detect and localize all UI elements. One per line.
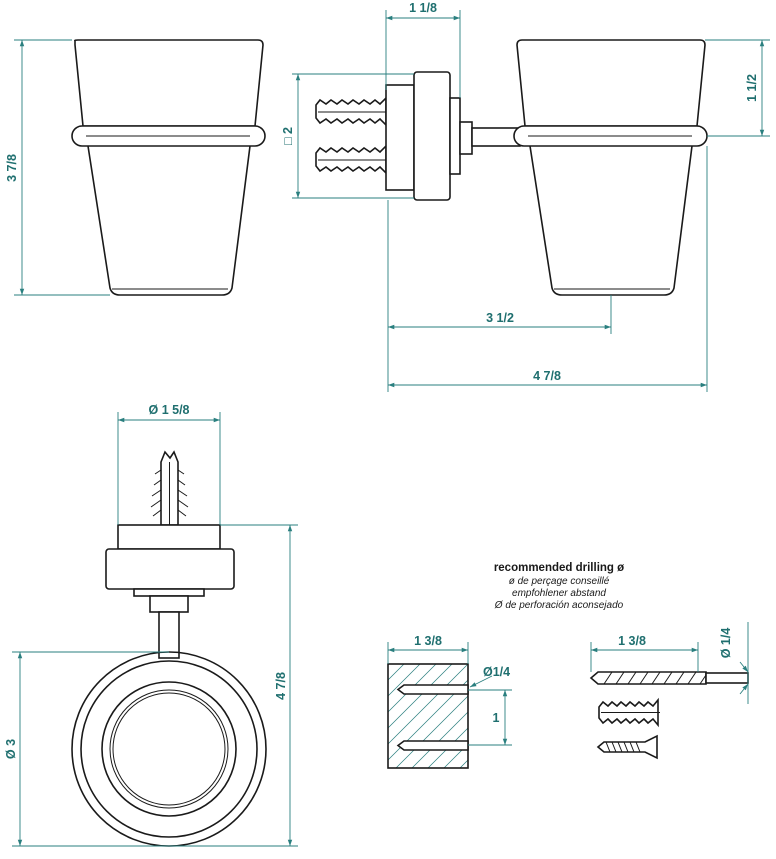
top-view-dimensions [12, 412, 298, 847]
top-view-anchor [150, 450, 189, 526]
drilling-line-es: Ø de perforación aconsejado [494, 600, 624, 611]
side-view-cup [513, 39, 708, 296]
drill-screw [596, 734, 658, 760]
drill-block-hatching [388, 664, 468, 768]
dim-drill-diameter: Ø 1/4 [719, 628, 733, 659]
side-view-wall-mount [385, 71, 521, 201]
top-view-mount [105, 524, 235, 659]
dim-top-view-depth: 4 7/8 [274, 672, 288, 700]
dim-cup-diameter: Ø 3 [4, 739, 18, 759]
drill-anchor [598, 697, 660, 728]
dim-drill-length: 1 3/8 [618, 634, 646, 648]
side-view-wall-anchors [315, 96, 388, 175]
dim-cup-top-height: 1 1/2 [745, 74, 759, 102]
dim-cup-offset: 3 1/2 [486, 311, 514, 325]
dim-bracket-depth: 1 1/8 [409, 1, 437, 15]
dim-block-depth: 1 3/8 [414, 634, 442, 648]
drilling-line-de: empfohlener abstand [512, 588, 606, 599]
dim-hole-diameter: Ø1/4 [483, 665, 510, 679]
drilling-title: recommended drilling ø [494, 562, 624, 574]
dim-height-total: 3 7/8 [5, 154, 19, 182]
drill-bit-dimensions [590, 622, 749, 704]
dim-plate-size: □ 2 [281, 127, 295, 145]
drill-block-section [387, 663, 469, 769]
front-view-dimensions [14, 39, 110, 296]
front-view-cup [71, 39, 266, 296]
drill-bit [589, 671, 749, 685]
drilling-note: recommended drilling ø ø de perçage cons… [494, 562, 624, 611]
dim-total-depth: 4 7/8 [533, 369, 561, 383]
drilling-line-fr: ø de perçage conseillé [509, 576, 610, 587]
dim-hole-spacing: 1 [493, 711, 500, 725]
top-view-cup [71, 651, 267, 847]
dim-base-diameter: Ø 1 5/8 [149, 403, 190, 417]
side-view-dimensions [292, 10, 770, 392]
drill-block-dimensions [387, 642, 512, 746]
